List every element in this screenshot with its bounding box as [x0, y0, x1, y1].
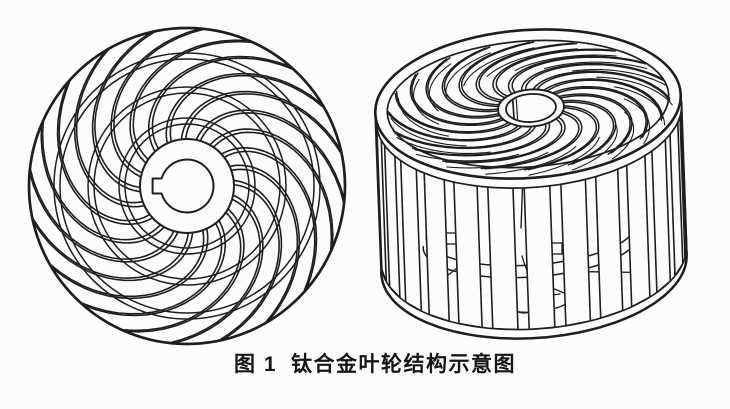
iso-top-blade	[557, 99, 617, 165]
iso-top-blade-face	[396, 137, 491, 154]
iso-top-blade	[478, 42, 578, 102]
figure-title: 钛合金叶轮结构示意图	[291, 353, 516, 376]
iso-top-blade-face	[428, 63, 452, 112]
iso-rim-collar	[375, 99, 683, 189]
iso-bore-keyway	[515, 98, 519, 120]
iso-side-slat	[651, 138, 672, 294]
iso-drum-edge	[374, 113, 383, 276]
iso-top-blade-face	[390, 117, 467, 147]
iso-top-blade	[550, 87, 647, 140]
impeller-front-view	[27, 26, 347, 346]
front-rim	[27, 26, 347, 346]
iso-top-blade-face	[397, 97, 449, 137]
iso-top-blade	[527, 104, 600, 171]
iso-top-blade-face	[596, 76, 673, 106]
iso-side-slat	[453, 181, 483, 329]
iso-top-blade-face	[463, 47, 535, 87]
iso-top-blade-face	[446, 151, 549, 169]
iso-top-blade-face	[623, 98, 650, 145]
iso-top-blade	[543, 79, 663, 121]
iso-top-blade-face	[543, 61, 648, 70]
iso-top-blade	[458, 41, 531, 108]
iso-top-blade-face	[572, 69, 667, 86]
iso-top-blade	[394, 118, 538, 150]
iso-top-blade	[411, 72, 508, 125]
front-bore-keyway	[151, 158, 215, 214]
iso-top-blade	[534, 71, 671, 101]
iso-drum-edge	[679, 92, 688, 255]
iso-top-blade	[530, 70, 671, 100]
iso-top-blade	[495, 49, 617, 98]
iso-top-blade-face	[486, 48, 578, 77]
figure-caption: 图 1 钛合金叶轮结构示意图	[150, 348, 600, 378]
iso-top-blade-face	[415, 153, 520, 162]
iso-top-blade	[523, 106, 598, 171]
iso-top-blade	[441, 114, 563, 163]
iso-side-slat	[560, 178, 592, 327]
iso-top-blade	[441, 47, 501, 113]
iso-top-blade	[443, 46, 500, 111]
iso-bottom-ring	[380, 249, 688, 340]
iso-bore	[505, 93, 557, 123]
iso-top-blade-face	[611, 111, 635, 160]
iso-top-blade	[395, 91, 515, 133]
front-ring	[118, 117, 256, 255]
iso-top-blade	[460, 41, 535, 106]
iso-top-blade	[524, 63, 665, 94]
iso-top-blade-face	[528, 136, 600, 176]
front-ring	[124, 123, 250, 249]
iso-side-slat	[523, 185, 556, 331]
iso-top-blade-face	[445, 52, 491, 99]
iso-side-slat	[625, 154, 651, 308]
iso-top-blade	[394, 92, 518, 134]
iso-top-blade	[427, 57, 503, 118]
iso-top-blade-face	[572, 124, 618, 171]
iso-top-blade	[540, 78, 664, 120]
iso-top-blade	[558, 101, 615, 166]
iso-side-slat	[487, 186, 519, 331]
iso-top-blade	[425, 58, 505, 119]
iso-top-blade-face	[485, 146, 577, 175]
impeller-isometric-view	[373, 28, 688, 340]
front-ring	[53, 52, 321, 320]
iso-bottom-ring	[380, 242, 688, 331]
iso-top-blade	[387, 111, 524, 141]
iso-top-blade	[511, 56, 647, 95]
iso-top-blade	[480, 110, 580, 170]
iso-bore-keyway	[511, 98, 515, 120]
iso-top-blade-face	[614, 86, 666, 126]
front-ring	[59, 58, 315, 314]
iso-side-slat	[399, 159, 423, 312]
figure-number: 图 1	[233, 353, 277, 376]
iso-side-slat	[594, 168, 624, 319]
iso-top-blade	[555, 94, 631, 155]
front-ring	[93, 92, 281, 280]
iso-top-blade	[547, 85, 649, 138]
iso-top-blade-face	[413, 78, 440, 125]
iso-top-blade	[520, 62, 664, 94]
front-ring	[87, 86, 287, 286]
iso-top-blade	[411, 117, 547, 156]
iso-top-blade	[387, 112, 528, 142]
iso-top-blade	[393, 118, 534, 149]
iso-top-blade	[409, 74, 511, 127]
iso-side-slat	[383, 144, 401, 299]
iso-side-slat	[423, 172, 450, 322]
iso-top-blade-face	[514, 54, 617, 72]
iso-top-blade	[553, 93, 633, 154]
